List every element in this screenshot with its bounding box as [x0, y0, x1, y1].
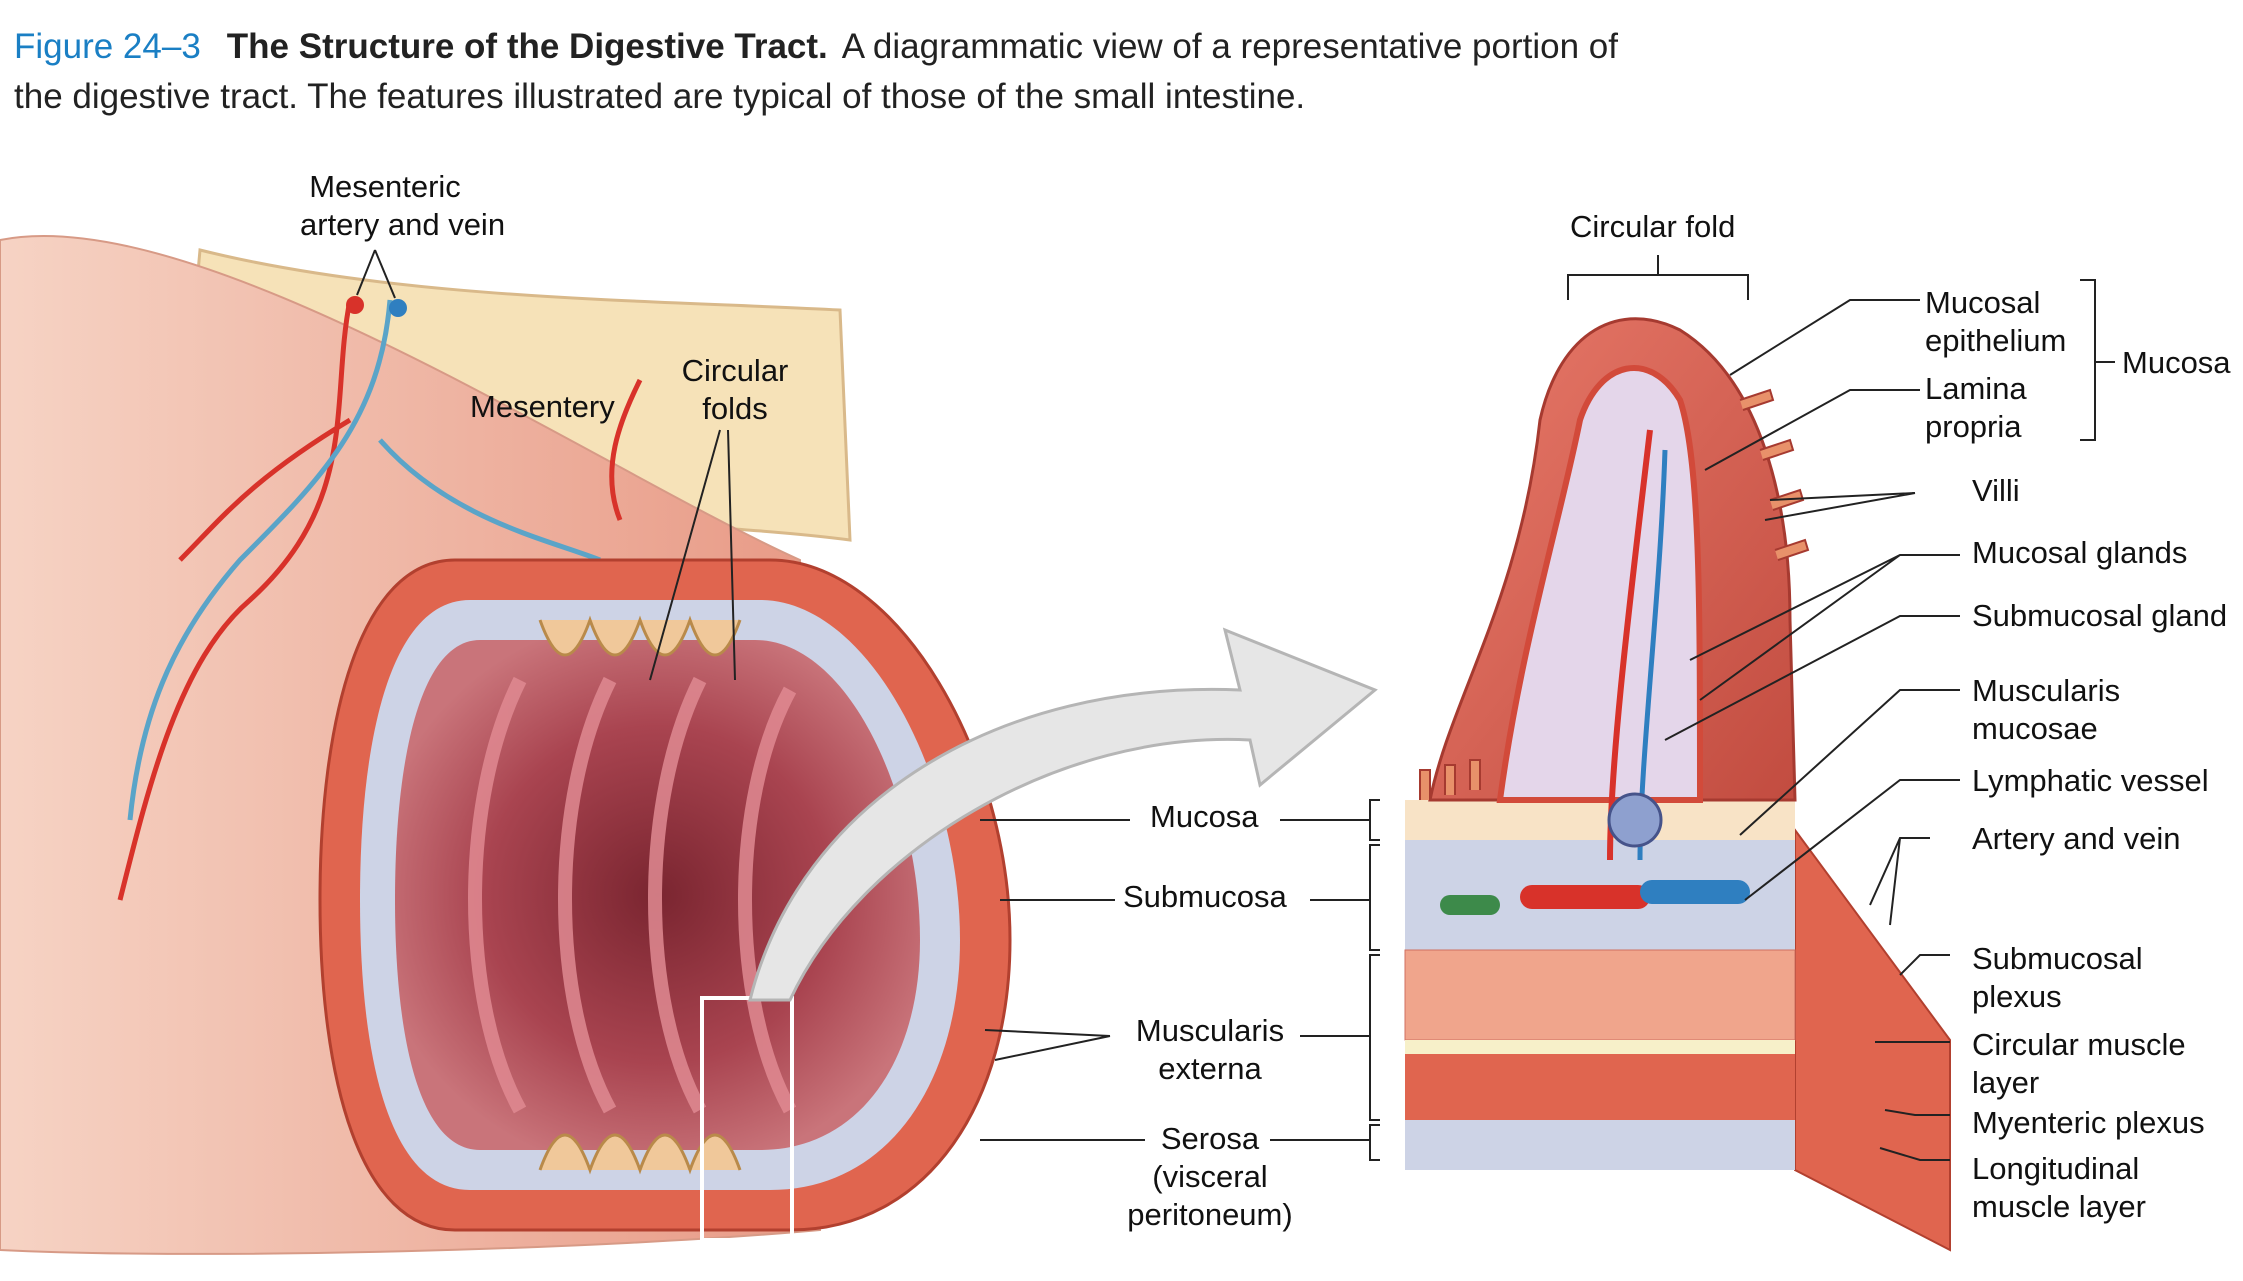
villi-fringe: [1419, 388, 1810, 800]
label-circular-fold: Circular fold: [1570, 209, 1736, 244]
label-circular-muscle-line1: Circular muscle: [1972, 1027, 2186, 1062]
lymphatic-vessel-shape: [1440, 895, 1500, 915]
highlight-box: [700, 996, 794, 1242]
caption-text-1: A diagrammatic view of a representative …: [841, 27, 1618, 66]
label-mesentery: Mesentery: [470, 389, 615, 424]
label-mesenteric-line2: artery and vein: [300, 207, 506, 242]
layer-circular-muscle: [1404, 949, 1796, 1041]
label-mucosa-group: Mucosa: [2122, 345, 2231, 380]
label-submucosal-plexus-line2: plexus: [1972, 979, 2062, 1014]
label-serosa: Serosa (visceral peritoneum): [1115, 1120, 1305, 1234]
submucosal-gland-shape: [1607, 792, 1663, 848]
leader-lines: [356, 249, 2115, 1161]
label-submucosal-plexus: Submucosal plexus: [1972, 940, 2143, 1016]
figure-title: The Structure of the Digestive Tract.: [226, 27, 828, 66]
label-circular-folds-line1: Circular: [681, 353, 789, 388]
label-mucosal-epithelium-line1: Mucosal: [1925, 285, 2041, 320]
mesenteric-artery-dot: [346, 296, 364, 314]
label-muscularis-externa-line2: externa: [1158, 1051, 1262, 1086]
layer-longitudinal-muscle: [1405, 1054, 1795, 1120]
label-mesenteric-line1: Mesenteric: [309, 169, 461, 204]
label-muscularis-externa: Muscularis externa: [1120, 1012, 1300, 1088]
layer-serosa: [1405, 1120, 1795, 1170]
label-submucosal-plexus-line1: Submucosal: [1972, 941, 2143, 976]
mesenteric-vein-dot: [389, 299, 407, 317]
label-serosa-line1: Serosa: [1160, 1121, 1260, 1156]
label-submucosal-gland: Submucosal gland: [1972, 598, 2228, 633]
label-mesenteric-artery-vein: Mesenteric artery and vein: [300, 168, 506, 244]
label-mucosal-glands: Mucosal glands: [1972, 535, 2188, 570]
intestine-segment: [0, 234, 1012, 1255]
label-longitudinal-muscle-line2: muscle layer: [1972, 1189, 2146, 1224]
label-muscularis-externa-line1: Muscularis: [1135, 1013, 1285, 1048]
label-mucosa: Mucosa: [1150, 799, 1259, 834]
figure-caption: Figure 24–3 The Structure of the Digestiv…: [14, 22, 2214, 122]
label-circular-folds: Circular folds: [660, 352, 810, 428]
label-artery-and-vein: Artery and vein: [1972, 821, 2181, 856]
label-lamina-propria-line2: propria: [1925, 409, 2022, 444]
circular-folds: [468, 676, 797, 1114]
surface-artery: [117, 299, 643, 901]
label-lymphatic-vessel: Lymphatic vessel: [1972, 763, 2209, 798]
label-longitudinal-muscle-layer: Longitudinal muscle layer: [1972, 1150, 2146, 1226]
label-lamina-propria-line1: Lamina: [1925, 371, 2027, 406]
submucosal-artery: [1520, 885, 1650, 909]
label-lamina-propria: Lamina propria: [1925, 370, 2027, 446]
label-serosa-line3: peritoneum): [1127, 1197, 1293, 1232]
label-longitudinal-muscle-line1: Longitudinal: [1972, 1151, 2140, 1186]
surface-vein: [127, 299, 601, 821]
label-mucosal-epithelium-line2: epithelium: [1925, 323, 2067, 358]
label-muscularis-mucosae-line1: Muscularis: [1972, 673, 2121, 708]
zoom-arrow: [748, 627, 1378, 1002]
label-mucosal-epithelium: Mucosal epithelium: [1925, 284, 2066, 360]
layer-mucosa: [1405, 800, 1795, 840]
wall-block: [1404, 317, 1951, 1252]
layer-plexus: [1405, 1040, 1795, 1054]
label-villi: Villi: [1972, 473, 2020, 508]
label-circular-folds-line2: folds: [702, 391, 768, 426]
caption-line-1: Figure 24–3 The Structure of the Digestiv…: [14, 22, 2214, 72]
label-circular-muscle-line2: layer: [1972, 1065, 2040, 1100]
label-serosa-line2: (visceral: [1152, 1159, 1268, 1194]
caption-line-2: the digestive tract. The features illust…: [14, 77, 1306, 116]
figure-number: Figure 24–3: [14, 27, 201, 66]
block-side-face: [1794, 826, 1951, 1252]
label-muscularis-mucosae: Muscularis mucosae: [1972, 672, 2120, 748]
label-myenteric-plexus: Myenteric plexus: [1972, 1105, 2205, 1140]
submucosal-vein: [1640, 880, 1750, 904]
label-submucosa: Submucosa: [1123, 879, 1287, 914]
label-circular-muscle-layer: Circular muscle layer: [1972, 1026, 2186, 1102]
label-muscularis-mucosae-line2: mucosae: [1972, 711, 2098, 746]
